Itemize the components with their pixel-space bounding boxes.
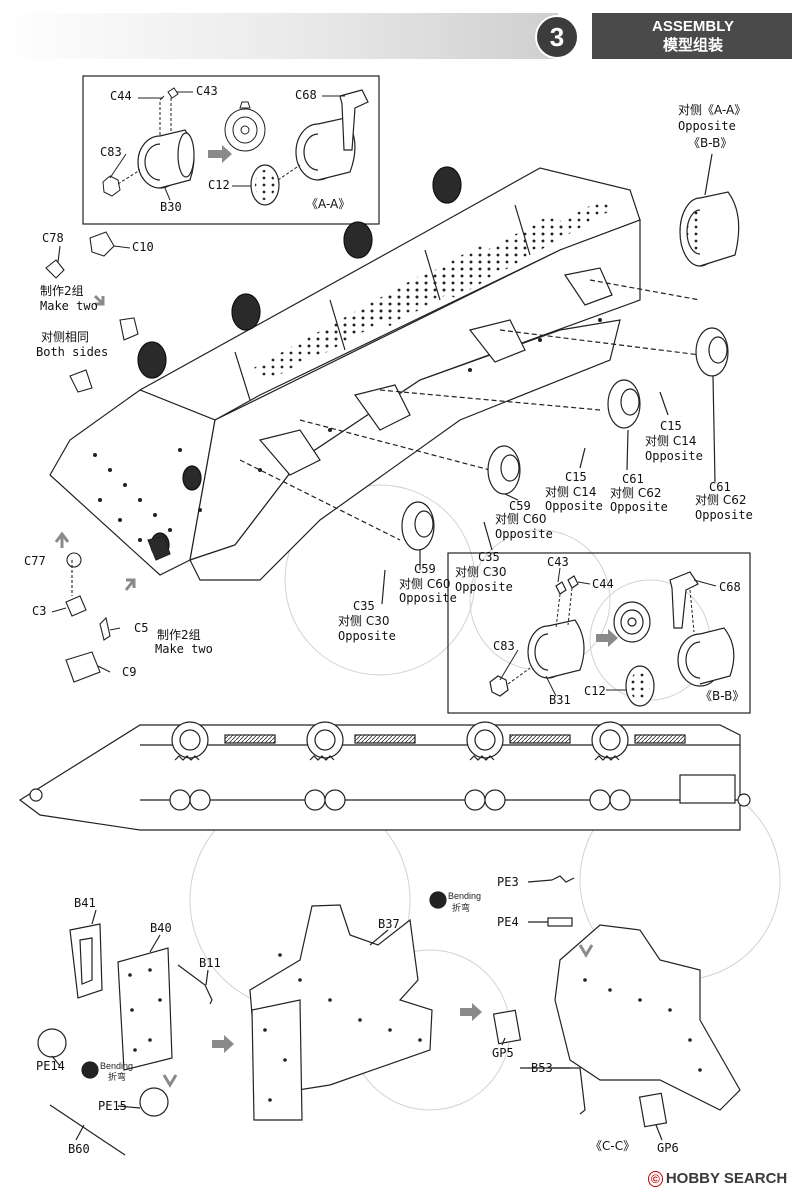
label-pair-1-zh: 对侧 C14 (645, 434, 697, 448)
inset-a-hub-b30 (137, 129, 195, 189)
label-pair-5-zh: 对侧 C60 (495, 512, 547, 526)
label-c5: C5 (134, 621, 149, 635)
label-both-sides-en: Both sides (36, 345, 109, 359)
label-pair-1-part: C15 (660, 419, 682, 433)
label-pe15: PE15 (98, 1099, 127, 1113)
label-c3: C3 (32, 604, 47, 618)
label-c77: C77 (24, 554, 46, 568)
label-c9: C9 (122, 665, 137, 679)
label-pair-4-zh: 对侧 C62 (695, 493, 747, 507)
label-opposite-a-a-en: Opposite (678, 119, 736, 133)
label-pair-8-part: C35 (353, 599, 375, 613)
label-pair-4-part: C61 (709, 480, 731, 494)
label-pair-6-en: Opposite (455, 580, 513, 594)
side-elevation (18, 721, 751, 831)
label-c43-a: C43 (196, 84, 218, 98)
label-pair-3-zh: 对侧 C62 (610, 486, 662, 500)
label-pe3: PE3 (497, 875, 519, 889)
label-pair-2-part: C15 (565, 470, 587, 484)
label-pair-5-part: C59 (509, 499, 531, 513)
label-c68-a: C68 (295, 88, 317, 102)
hobby-search-logo: ©HOBBY SEARCH (648, 1170, 787, 1187)
label-c43-b: C43 (547, 555, 569, 569)
label-b53: B53 (531, 1061, 553, 1075)
inset-a-assembled-hub (295, 89, 369, 181)
label-pair-5-en: Opposite (495, 527, 553, 541)
label-make-two-1-zh: 制作2组 (40, 284, 84, 298)
label-pair-8-en: Opposite (338, 629, 396, 643)
label-c68-b: C68 (719, 580, 741, 594)
label-c83-a: C83 (100, 145, 122, 159)
lower-assembly (37, 875, 741, 1156)
label-make-two-1-en: Make two (40, 299, 98, 313)
label-b40: B40 (150, 921, 172, 935)
label-b30: B30 (160, 200, 182, 214)
bending-label-en-2: Bending (448, 891, 482, 901)
label-pair-6-part: C35 (478, 550, 500, 564)
label-make-two-2-en: Make two (155, 642, 213, 656)
copyright-icon: © (648, 1171, 663, 1187)
inset-a-grille-c12 (250, 164, 301, 206)
label-pair-7-zh: 对侧 C60 (399, 577, 451, 591)
label-b37: B37 (378, 917, 400, 931)
label-b31: B31 (549, 693, 571, 707)
label-pair-8-zh: 对侧 C30 (338, 614, 390, 628)
section-title: ASSEMBLY (652, 18, 734, 35)
inset-a-detail-wheel (224, 101, 266, 152)
label-c12-b: C12 (584, 684, 606, 698)
label-pair-3-part: C61 (622, 472, 644, 486)
label-pair-2-en: Opposite (545, 499, 603, 513)
label-pair-6-zh: 对侧 C30 (455, 565, 507, 579)
header-title-block (592, 13, 792, 59)
label-make-two-2-zh: 制作2组 (157, 628, 201, 642)
label-pair-7-part: C59 (414, 562, 436, 576)
label-opposite-a-a-zh: 对侧《A-A》 (678, 103, 747, 117)
label-c44-a: C44 (110, 89, 132, 103)
step-number-badge: 3 (535, 15, 579, 59)
label-pair-7-en: Opposite (399, 591, 457, 605)
label-pair-3-en: Opposite (610, 500, 668, 514)
label-pair-4-en: Opposite (695, 508, 753, 522)
left-small-parts (45, 231, 171, 683)
label-both-sides-zh: 对侧相同 (41, 330, 90, 344)
label-opposite-b-b-ref: 《B-B》 (688, 136, 733, 150)
label-pe14: PE14 (36, 1059, 65, 1073)
label-pair-2-zh: 对侧 C14 (545, 485, 597, 499)
inset-b-box (447, 552, 751, 714)
label-gp6: GP6 (657, 1141, 679, 1155)
label-gp5: GP5 (492, 1046, 514, 1060)
main-hull (49, 153, 781, 1111)
label-pair-1-en: Opposite (645, 449, 703, 463)
label-b11: B11 (199, 956, 221, 970)
label-c12-a: C12 (208, 178, 230, 192)
label-pe4: PE4 (497, 915, 519, 929)
label-c83-b: C83 (493, 639, 515, 653)
caption-b-b: 《B-B》 (700, 689, 745, 703)
inset-a-box (82, 75, 380, 225)
label-c44-b: C44 (592, 577, 614, 591)
header-gradient-strip (0, 13, 558, 59)
label-c78: C78 (42, 231, 64, 245)
label-b41: B41 (74, 896, 96, 910)
caption-c-c: 《C-C》 (590, 1139, 636, 1153)
section-subtitle: 模型组装 (662, 36, 723, 54)
bending-label-en-1: Bending (100, 1061, 134, 1071)
label-c10: C10 (132, 240, 154, 254)
bending-label-zh-1: 折弯 (108, 1072, 127, 1082)
label-b60: B60 (68, 1142, 90, 1156)
bending-label-zh-2: 折弯 (452, 903, 471, 913)
caption-a-a: 《A-A》 (306, 197, 351, 211)
opposite-hub-upper-right (679, 191, 740, 267)
